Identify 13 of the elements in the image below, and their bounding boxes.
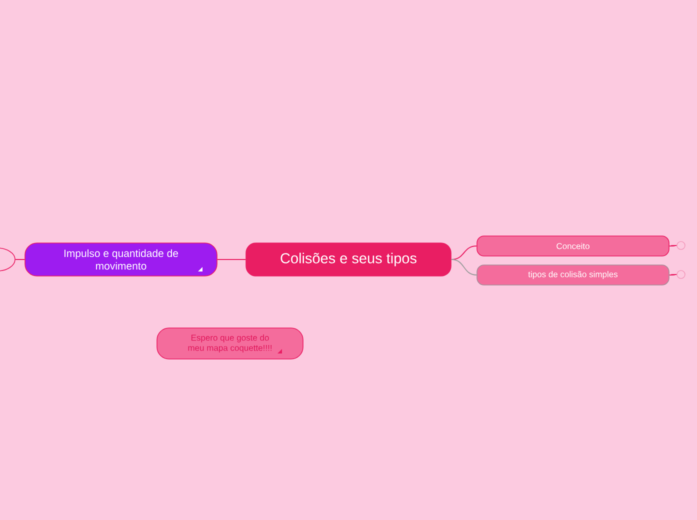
collapse-circle — [676, 241, 686, 250]
connector-line — [14, 259, 26, 260]
connector-line — [668, 274, 678, 276]
connector-line — [668, 245, 678, 246]
floating-note-box: Espero que goste do meu mapa coquette!!!! — [156, 328, 304, 360]
connector-line — [450, 259, 478, 276]
subtopic-box: Conceito — [476, 236, 670, 256]
collapse-circle — [676, 270, 686, 279]
subtopic-box: tipos de colisão simples — [476, 264, 670, 286]
central-topic-box: Colisões e seus tipos — [246, 242, 452, 276]
topic-outline — [0, 248, 16, 272]
topic-box: Impulso e quantidade de movimento — [24, 242, 218, 276]
connector-line — [216, 259, 246, 260]
